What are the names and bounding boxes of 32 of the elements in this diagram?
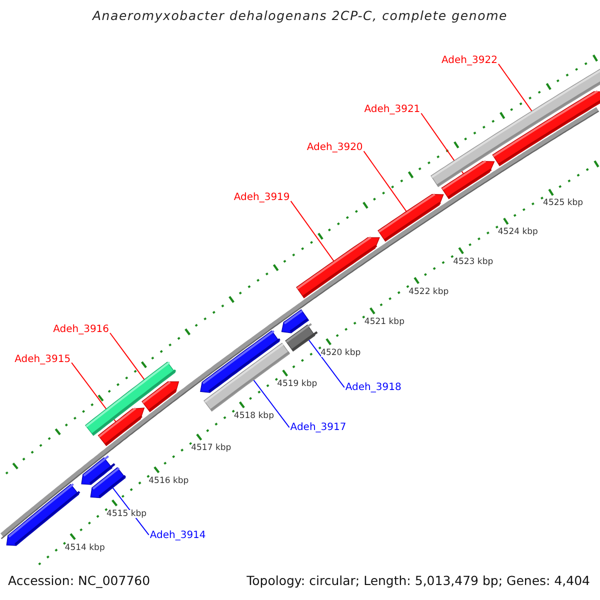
gene-label: Adeh_3922 xyxy=(442,56,498,66)
gene-label: Adeh_3914 xyxy=(150,530,206,541)
leader-line xyxy=(308,339,345,388)
gene-label: Adeh_3916 xyxy=(53,325,110,335)
scale-label: 4519 kbp xyxy=(277,380,318,389)
gene-block xyxy=(492,90,600,166)
gene-label: Adeh_3920 xyxy=(306,143,363,154)
leader-line xyxy=(110,332,145,380)
genome-stats-text: Topology: circular; Length: 5,013,479 bp; Genes: 4,404 xyxy=(246,575,590,588)
scale-label: 4517 kbp xyxy=(191,444,232,453)
gene-block xyxy=(142,381,180,412)
title: Anaeromyxobacter dehalogenans 2CP-C, complete genome xyxy=(91,10,509,22)
gene-label: Adeh_3918 xyxy=(345,383,402,394)
gene-label: Adeh_3915 xyxy=(14,354,71,365)
gene-label: Adeh_3921 xyxy=(364,105,420,116)
gene-block xyxy=(98,408,145,446)
leader-line xyxy=(112,487,150,536)
gene-block xyxy=(90,467,126,498)
gene-block xyxy=(378,193,444,242)
scale-label: 4524 kbp xyxy=(498,228,538,237)
leader-line xyxy=(290,200,334,262)
gene-label: Adeh_3917 xyxy=(290,423,346,434)
leader-line xyxy=(363,150,407,212)
gene-block xyxy=(296,236,380,298)
scale-label: 4514 kbp xyxy=(64,544,105,552)
gene-block xyxy=(441,160,495,200)
scale-label: 4515 kbp xyxy=(106,510,147,518)
gene-bar xyxy=(285,323,318,352)
scale-label: 4516 kbp xyxy=(148,476,189,486)
gene-label: Adeh_3919 xyxy=(234,193,290,204)
leader-line xyxy=(253,380,290,428)
scale-label: 4522 kbp xyxy=(408,288,449,296)
